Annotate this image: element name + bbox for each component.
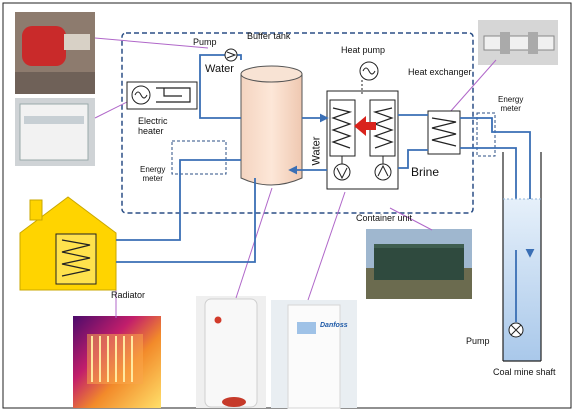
label-water-vertical: Water: [310, 137, 322, 166]
heat-pump-unit: [327, 80, 398, 189]
buffer-tank: [241, 66, 302, 185]
photo-container-unit: [366, 229, 472, 299]
label-electric-heater: Electric heater: [138, 117, 168, 137]
label-pump-top: Pump: [193, 38, 217, 48]
photo-heat-pump: [271, 300, 357, 408]
label-energy-meter-right: Energy meter: [498, 96, 523, 114]
danfoss-logo: Danfoss: [320, 322, 348, 330]
label-brine: Brine: [411, 166, 439, 179]
label-container-unit: Container unit: [356, 214, 412, 224]
pump-symbol: [225, 49, 237, 61]
photo-radiator-thermal: [73, 316, 161, 408]
photo-buffer-tank: [196, 296, 266, 408]
electric-heater-symbol: [127, 82, 197, 109]
label-heat-pump: Heat pump: [341, 46, 385, 56]
heat-exchanger-symbol: [428, 111, 460, 154]
motor-symbol: [360, 62, 378, 80]
photo-pump: [15, 12, 95, 94]
photo-electric-heater: [15, 98, 95, 166]
label-pump-shaft: Pump: [466, 337, 490, 347]
house-shape: [20, 197, 116, 290]
coal-mine-shaft: [503, 152, 541, 361]
label-radiator: Radiator: [111, 291, 145, 301]
label-water-top: Water: [205, 63, 234, 75]
label-buffer-tank: Buffer tank: [247, 32, 290, 42]
label-energy-meter-left: Energy meter: [140, 166, 165, 184]
label-coal-mine-shaft: Coal mine shaft: [493, 368, 556, 378]
photo-heat-exchanger: [478, 20, 558, 65]
label-heat-exchanger: Heat exchanger: [408, 68, 472, 78]
